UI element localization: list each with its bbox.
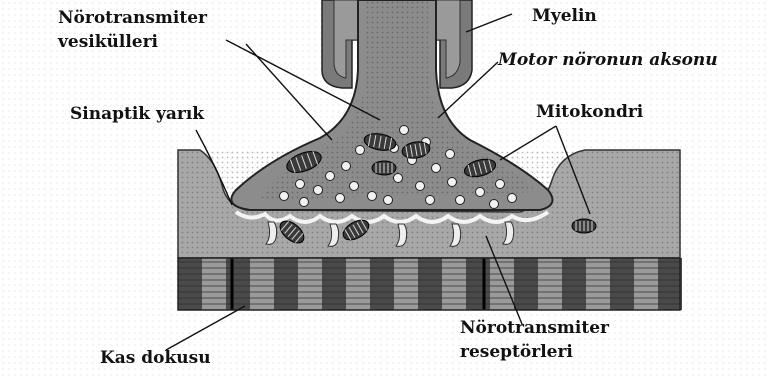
muscle-band xyxy=(634,258,658,310)
label-vesicles-line2: vesikülleri xyxy=(58,32,158,53)
vesicle xyxy=(342,162,351,171)
muscle-band xyxy=(514,258,538,310)
vesicle xyxy=(426,196,435,205)
muscle-band xyxy=(346,258,370,310)
muscle-band xyxy=(226,258,250,310)
muscle-band xyxy=(394,258,418,310)
muscle-band xyxy=(610,258,634,310)
muscle-band xyxy=(250,258,274,310)
vesicle xyxy=(326,172,335,181)
muscle-band xyxy=(442,258,466,310)
vesicle xyxy=(394,174,403,183)
muscle-band xyxy=(658,258,682,310)
label-muscle-tissue: Kas dokusu xyxy=(100,348,211,369)
vesicle xyxy=(490,200,499,209)
muscle-band xyxy=(466,258,490,310)
vesicle xyxy=(336,194,345,203)
mitochondrion xyxy=(372,161,396,175)
vesicle xyxy=(400,126,409,135)
muscle-bands xyxy=(178,258,682,310)
muscle-band xyxy=(178,258,202,310)
muscle-band xyxy=(370,258,394,310)
vesicle xyxy=(314,186,323,195)
muscle-band xyxy=(562,258,586,310)
vesicle xyxy=(508,194,517,203)
muscle-band xyxy=(490,258,514,310)
muscle-band xyxy=(538,258,562,310)
label-vesicles-line1: Nörotransmiter xyxy=(58,8,207,29)
vesicle xyxy=(300,198,309,207)
vesicle xyxy=(432,164,441,173)
muscle-band xyxy=(298,258,322,310)
vesicle xyxy=(280,192,289,201)
label-receptors-line2: reseptörleri xyxy=(460,342,573,363)
vesicle xyxy=(296,180,305,189)
label-receptors-line1: Nörotransmiter xyxy=(460,318,609,339)
mitochondrion xyxy=(572,219,596,233)
vesicle xyxy=(416,182,425,191)
vesicle xyxy=(384,196,393,205)
vesicle xyxy=(496,180,505,189)
vesicle xyxy=(356,146,365,155)
vesicle xyxy=(368,192,377,201)
muscle-band xyxy=(274,258,298,310)
vesicle xyxy=(350,182,359,191)
label-myelin: Myelin xyxy=(532,6,597,27)
label-motor-axon: Motor nöronun aksonu xyxy=(498,50,718,71)
muscle-band xyxy=(322,258,346,310)
vesicle xyxy=(476,188,485,197)
muscle-band xyxy=(586,258,610,310)
label-synaptic-cleft: Sinaptik yarık xyxy=(70,104,204,125)
vesicle xyxy=(456,196,465,205)
muscle-band xyxy=(418,258,442,310)
vesicle xyxy=(448,178,457,187)
label-mitochondria: Mitokondri xyxy=(536,102,643,123)
muscle-band xyxy=(202,258,226,310)
vesicle xyxy=(446,150,455,159)
